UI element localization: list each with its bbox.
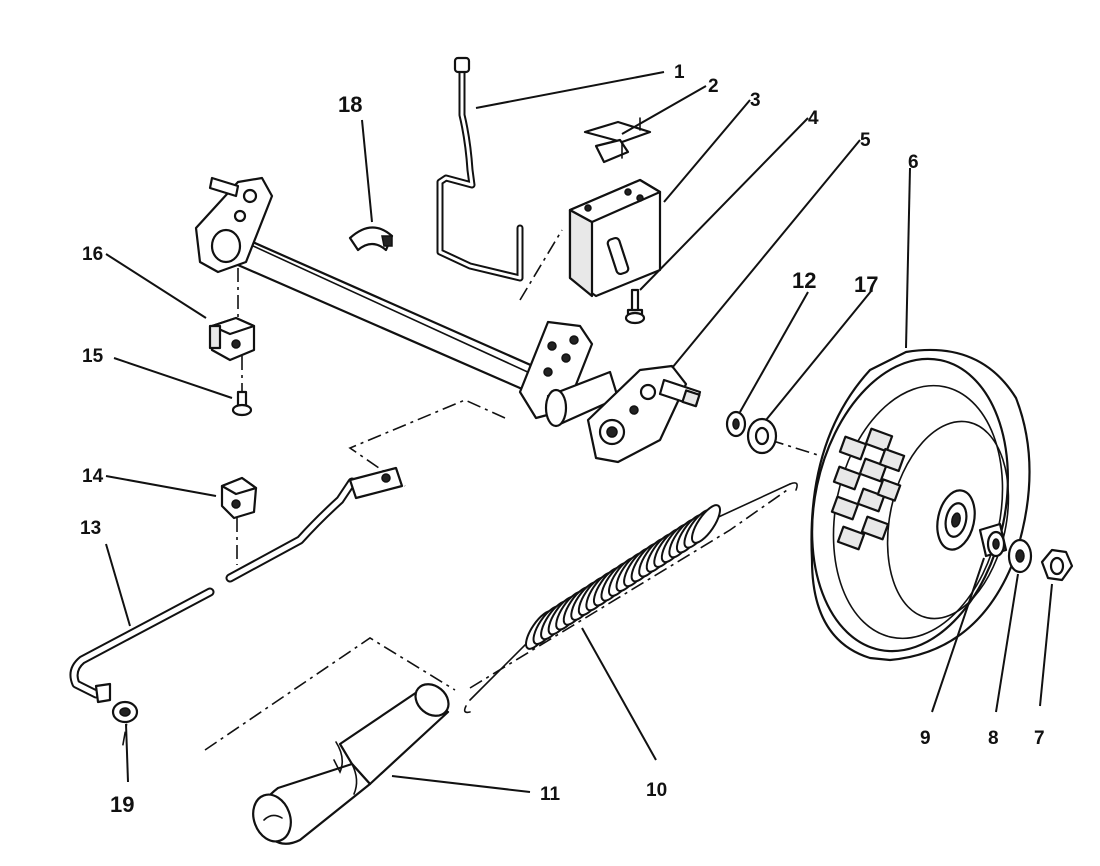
axle-tube	[194, 176, 562, 404]
clip-part-2	[583, 117, 652, 164]
callout-5: 5	[860, 130, 871, 151]
plate-part-5	[586, 364, 702, 464]
callout-9: 9	[920, 728, 931, 749]
handle-tube-part-11	[252, 683, 450, 845]
callout-15: 15	[82, 346, 104, 367]
leader-lines	[105, 71, 1053, 793]
bracket-part-3	[568, 178, 662, 298]
bushing-part-18	[348, 226, 394, 252]
callout-2: 2	[708, 76, 719, 97]
callout-18: 18	[338, 92, 362, 117]
callout-8: 8	[988, 728, 999, 749]
callout-17: 17	[854, 272, 878, 297]
callout-6: 6	[908, 152, 919, 173]
spacer-part-9	[978, 522, 1008, 558]
callout-7: 7	[1034, 728, 1045, 749]
nut-part-19	[111, 700, 139, 724]
washer-part-17	[746, 417, 778, 455]
wheel-part-6	[810, 348, 1031, 662]
assembly-lines	[121, 229, 841, 751]
clamp-part-14	[220, 476, 258, 520]
callout-19: 19	[110, 792, 134, 817]
callout-1: 1	[674, 62, 685, 83]
callout-3: 3	[750, 90, 761, 111]
callout-4: 4	[808, 108, 819, 129]
cam-assembly	[518, 320, 620, 428]
bracket-part-16	[208, 316, 256, 362]
callout-10: 10	[646, 780, 667, 801]
washer-part-12	[725, 410, 747, 438]
washer-part-8	[1007, 538, 1033, 574]
wheel-tread	[830, 427, 906, 551]
nut-part-7	[1040, 548, 1074, 582]
adjust-rod-part-1	[436, 56, 524, 282]
callout-16: 16	[82, 244, 103, 265]
bolt-part-4	[624, 288, 646, 325]
lever-rod-part-13	[69, 466, 404, 704]
spring-part-10	[463, 482, 798, 714]
callout-labels: 1 2 3 4 5 6 7 8 9 10 11 12 17 13 14 15 1…	[80, 62, 1045, 817]
spring-coil	[691, 504, 721, 544]
callout-12: 12	[792, 268, 816, 293]
callout-14: 14	[82, 466, 104, 487]
callout-11: 11	[540, 784, 561, 805]
callout-13: 13	[80, 518, 101, 539]
screw-part-15	[231, 390, 253, 417]
